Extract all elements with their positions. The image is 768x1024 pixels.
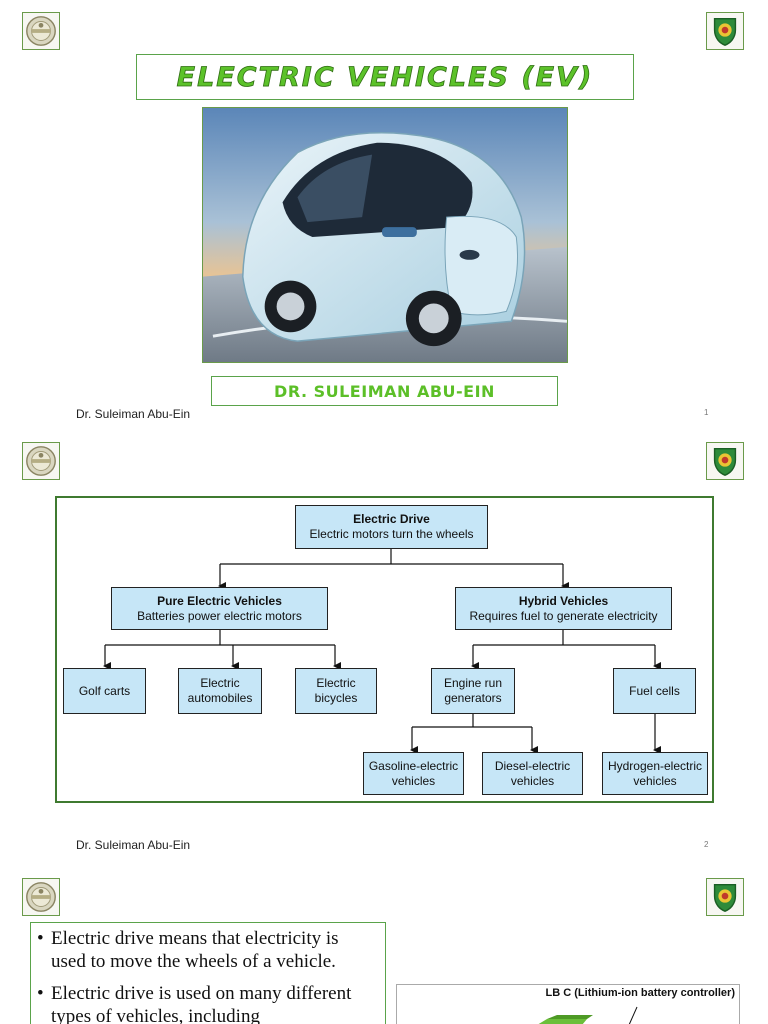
node-fuel-cells: Fuel cells: [613, 668, 696, 714]
slide-2: Electric Drive Electric motors turn the …: [0, 430, 768, 860]
figure-label: LB C (Lithium-ion battery controller): [545, 987, 735, 999]
bullet-dot-icon: •: [37, 928, 44, 949]
page-number: 1: [704, 408, 709, 417]
author-box: DR. SULEIMAN ABU-EIN: [211, 376, 558, 406]
node-gasoline-electric-vehicles: Gasoline-electric vehicles: [363, 752, 464, 795]
bullet-dot-icon: •: [37, 983, 44, 1004]
faculty-shield-icon: [706, 878, 744, 916]
footer-author: Dr. Suleiman Abu-Ein: [76, 407, 191, 421]
node-hydrogen-electric-vehicles: Hydrogen-electric vehicles: [602, 752, 708, 795]
slide-title: ELECTRIC VEHICLES (EV): [176, 61, 594, 93]
bullet-list: • Electric drive means that electricity …: [30, 922, 386, 1024]
node-pure-electric-vehicles: Pure Electric Vehicles Batteries power e…: [111, 587, 328, 630]
university-seal-icon: [22, 12, 60, 50]
diagram-connectors: [103, 549, 661, 754]
node-electric-drive: Electric Drive Electric motors turn the …: [295, 505, 488, 549]
battery-controller-figure: LB C (Lithium-ion battery controller): [396, 984, 740, 1024]
node-diesel-electric-vehicles: Diesel-electric vehicles: [482, 752, 583, 795]
node-engine-run-generators: Engine run generators: [431, 668, 515, 714]
electric-car-photo: [202, 107, 568, 363]
author-name: DR. SULEIMAN ABU-EIN: [274, 381, 495, 401]
bullet-item: • Electric drive is used on many differe…: [37, 982, 377, 1024]
node-hybrid-vehicles: Hybrid Vehicles Requires fuel to generat…: [455, 587, 672, 630]
university-seal-icon: [22, 878, 60, 916]
slide-3: • Electric drive means that electricity …: [0, 860, 768, 1024]
faculty-shield-icon: [706, 442, 744, 480]
title-box: ELECTRIC VEHICLES (EV): [136, 54, 634, 100]
faculty-shield-icon: [706, 12, 744, 50]
node-electric-bicycles: Electric bicycles: [295, 668, 377, 714]
slide-1: ELECTRIC VEHICLES (EV): [0, 0, 768, 430]
electric-drive-diagram: Electric Drive Electric motors turn the …: [55, 496, 714, 803]
footer-author: Dr. Suleiman Abu-Ein: [76, 838, 191, 852]
page-number: 2: [704, 840, 709, 849]
university-seal-icon: [22, 442, 60, 480]
bullet-item: • Electric drive means that electricity …: [37, 928, 339, 972]
node-electric-automobiles: Electric automobiles: [178, 668, 262, 714]
node-golf-carts: Golf carts: [63, 668, 146, 714]
